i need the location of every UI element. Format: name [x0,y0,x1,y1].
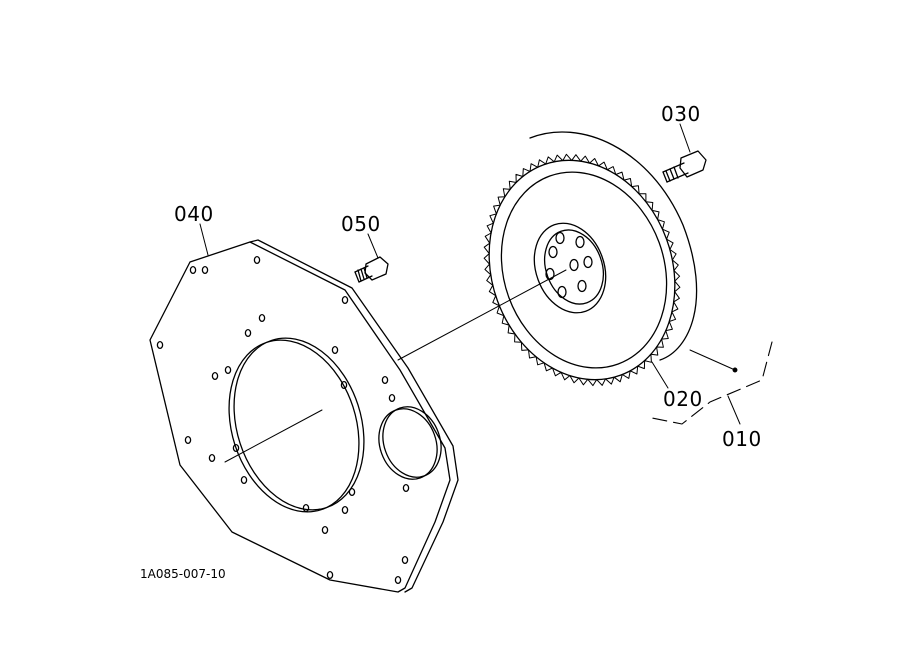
plate-bolt-hole [244,328,252,338]
flywheel-hub-inner [544,229,604,305]
flywheel-bolt-tip [662,171,668,183]
hub-bolt-hole [548,245,558,259]
plate-bolt-thread-1 [357,269,362,282]
flywheel-ring-gear [488,159,676,381]
flywheel-bolt-thread-3 [673,166,679,179]
flywheel-bolt-thread-1 [665,170,671,182]
flywheel-bolt-head [679,150,707,178]
plate-starter-hole-edge [382,406,442,478]
leader-020 [651,361,669,389]
leader-010 [727,395,741,425]
leader-030 [679,123,691,153]
plate-bolt [354,256,389,283]
flywheel-hub-bolt-holes [545,231,593,299]
plate-bolt-hole [331,345,339,355]
plate-center-bore [228,339,360,513]
flywheel-housing-plate [149,239,459,593]
plate-bolt-hole [189,265,197,275]
ring-gear-tooth-profile [483,153,681,387]
plate-bolt-hole [240,475,248,485]
callout-050: 050 [341,212,381,236]
plate-bolt-hole [302,503,310,513]
plate-bolt-head [364,256,389,281]
plate-bolt-hole [232,443,240,453]
hub-bolt-hole [577,279,587,293]
plate-bolt-holes [156,255,410,585]
hub-bolt-hole [569,258,579,272]
hub-bolt-hole [555,231,565,245]
plate-bolt-thread-2 [360,268,365,280]
plate-bolt-hole [348,487,356,497]
axis-line-connect [397,269,567,361]
flywheel [483,131,698,387]
plate-bolt-hole [381,375,389,385]
leader-050 [367,233,379,259]
hub-bolt-hole [557,285,567,299]
plate-bolt-hole [321,525,329,535]
flywheel-bolt-thread-2 [669,168,675,180]
flywheel-ring-gear-teeth [483,153,681,387]
plate-outline-edge [249,239,459,593]
plate-bolt-hole [253,255,261,265]
plate-bolt-hole [340,380,348,390]
flywheel-face [500,171,668,369]
leader-010-pointer [689,349,736,371]
plate-bolt-hole [394,575,402,585]
plate-bolt-hole [402,483,410,493]
plate-bolt-hole [258,313,266,323]
callout-030: 030 [661,102,701,126]
plate-bolt-thread-3 [363,267,368,279]
plate-bolt-hole [326,570,334,580]
plate-bolt-tip [354,271,360,283]
callout-010: 010 [722,427,762,451]
plate-bolt-hole [341,505,349,515]
plate-bolt-hole [341,295,349,305]
flywheel-rim-back [529,131,698,361]
plate-bolt-hole [156,340,164,350]
leader-010-dot [732,367,738,373]
plate-bolt-hole [401,555,409,565]
plate-bolt-hole [208,453,216,463]
assembly-bracket-010 [651,341,773,425]
leader-040 [199,223,209,256]
plate-bolt-hole [224,365,232,375]
hub-bolt-hole [575,235,585,249]
plate-bolt-hole [211,371,219,381]
drawing-number-label: 1A085-007-10 [140,567,226,581]
callout-020: 020 [663,387,703,411]
flywheel-hub-outer [533,222,607,314]
flywheel-bolt [662,150,707,183]
hub-bolt-hole [583,255,593,269]
plate-bolt-hole [388,393,396,403]
axis-line-plate [224,409,323,463]
plate-outline-front [149,241,451,593]
hub-bolt-hole [545,267,555,281]
plate-center-bore-edge [233,337,365,511]
callout-040: 040 [174,202,214,226]
plate-bolt-hole [184,435,192,445]
plate-bolt-hole [201,265,209,275]
